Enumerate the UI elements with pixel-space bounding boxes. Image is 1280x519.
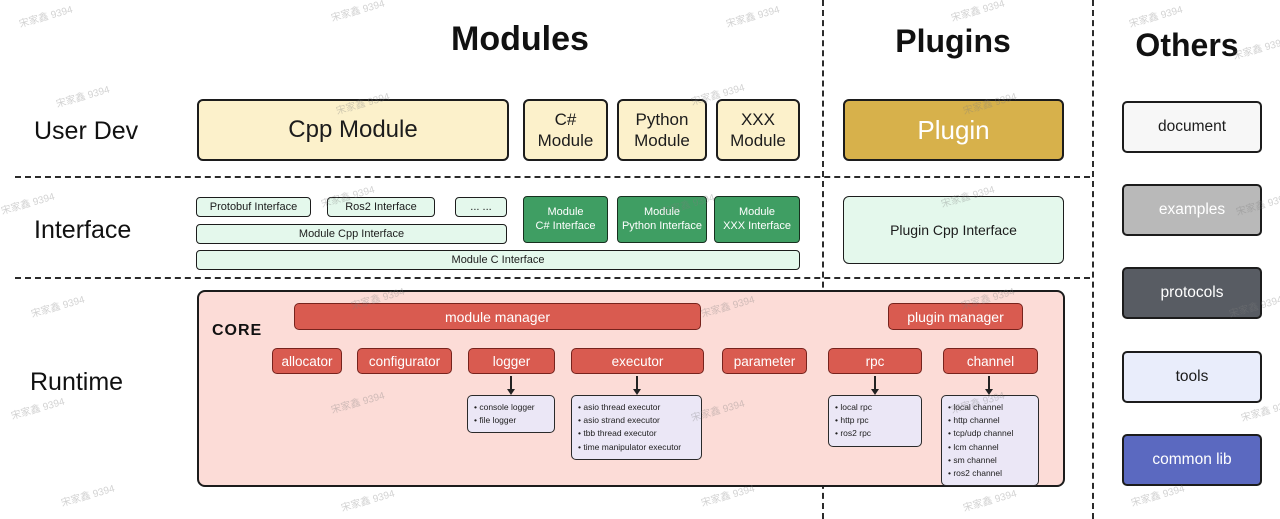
row-label-user-dev: User Dev bbox=[34, 117, 139, 145]
rpc-implementations-box: • local rpc • http rpc • ros2 rpc bbox=[828, 395, 922, 447]
row-label-interface: Interface bbox=[34, 216, 132, 244]
list-item: • tbb thread executor bbox=[578, 428, 657, 439]
channel-component: channel bbox=[943, 348, 1038, 374]
core-label: CORE bbox=[212, 322, 263, 339]
watermark: 宋家鑫 9394 bbox=[60, 483, 117, 510]
module-cpp-interface-box: Module Cpp Interface bbox=[196, 224, 507, 244]
list-item: • local channel bbox=[948, 402, 1003, 412]
xxx-module-box: XXX Module bbox=[716, 99, 800, 161]
module-xxx-interface-box: Module XXX Interface bbox=[714, 196, 800, 243]
divider-interface-runtime bbox=[15, 277, 1090, 279]
logger-component: logger bbox=[468, 348, 555, 374]
rpc-arrow bbox=[870, 376, 879, 395]
list-item: • ros2 rpc bbox=[835, 428, 872, 439]
others-protocols-box: protocols bbox=[1122, 267, 1262, 319]
ellipsis-interface-box: ... ... bbox=[455, 197, 507, 217]
list-item: • sm channel bbox=[948, 454, 997, 465]
rpc-component: rpc bbox=[828, 348, 922, 374]
watermark: 宋家鑫 9394 bbox=[950, 0, 1007, 25]
watermark: 宋家鑫 9394 bbox=[30, 294, 87, 321]
others-common-lib-box: common lib bbox=[1122, 434, 1262, 486]
list-item: • http channel bbox=[948, 415, 1000, 426]
executor-arrow bbox=[632, 376, 641, 395]
watermark: 宋家鑫 9394 bbox=[962, 488, 1019, 515]
watermark: 宋家鑫 9394 bbox=[0, 191, 57, 218]
ros2-interface-box: Ros2 Interface bbox=[327, 197, 435, 217]
plugin-cpp-interface-box: Plugin Cpp Interface bbox=[843, 196, 1064, 264]
list-item: • lcm channel bbox=[948, 441, 999, 452]
cpp-module-box: Cpp Module bbox=[197, 99, 509, 161]
list-item: • console logger bbox=[474, 402, 535, 412]
divider-userdev-interface bbox=[15, 176, 1090, 178]
header-plugins: Plugins bbox=[895, 23, 1011, 59]
watermark: 宋家鑫 9394 bbox=[18, 4, 75, 31]
divider-plugins-others bbox=[1092, 0, 1094, 519]
channel-arrow bbox=[984, 376, 993, 395]
module-c-interface-box: Module C Interface bbox=[196, 250, 800, 270]
list-item: • tcp/udp channel bbox=[948, 428, 1014, 439]
csharp-module-box: C# Module bbox=[523, 99, 608, 161]
parameter-component: parameter bbox=[722, 348, 807, 374]
list-item: • ros2 channel bbox=[948, 467, 1003, 478]
watermark: 宋家鑫 9394 bbox=[340, 488, 397, 515]
watermark: 宋家鑫 9394 bbox=[55, 84, 112, 111]
logger-arrow bbox=[506, 376, 515, 395]
configurator-component: configurator bbox=[357, 348, 452, 374]
executor-component: executor bbox=[571, 348, 704, 374]
watermark: 宋家鑫 9394 bbox=[725, 4, 782, 31]
python-module-box: Python Module bbox=[617, 99, 707, 161]
list-item: • local rpc bbox=[835, 402, 872, 412]
others-examples-box: examples bbox=[1122, 184, 1262, 236]
list-item: • time manipulator executor bbox=[578, 441, 682, 452]
channel-implementations-box: • local channel • http channel • tcp/udp c… bbox=[941, 395, 1039, 487]
row-label-runtime: Runtime bbox=[30, 368, 124, 396]
watermark: 宋家鑫 9394 bbox=[330, 0, 387, 25]
list-item: • http rpc bbox=[835, 415, 869, 426]
plugin-box: Plugin bbox=[843, 99, 1064, 161]
header-modules: Modules bbox=[451, 20, 589, 58]
list-item: • file logger bbox=[474, 415, 517, 426]
watermark: 宋家鑫 9394 bbox=[10, 396, 67, 423]
header-others: Others bbox=[1135, 27, 1239, 63]
executor-implementations-box: • asio thread executor • asio strand exec… bbox=[571, 395, 702, 460]
divider-modules-plugins bbox=[822, 0, 824, 519]
others-document-box: document bbox=[1122, 101, 1262, 153]
watermark: 宋家鑫 9394 bbox=[1128, 4, 1185, 31]
list-item: • asio strand executor bbox=[578, 415, 660, 426]
logger-implementations-box: • console logger • file logger bbox=[467, 395, 555, 434]
allocator-component: allocator bbox=[272, 348, 342, 374]
others-tools-box: tools bbox=[1122, 351, 1262, 403]
plugin-manager-bar: plugin manager bbox=[888, 303, 1023, 330]
list-item: • asio thread executor bbox=[578, 402, 661, 412]
module-csharp-interface-box: Module C# Interface bbox=[523, 196, 608, 243]
module-python-interface-box: Module Python Interface bbox=[617, 196, 707, 243]
module-manager-bar: module manager bbox=[294, 303, 701, 330]
protobuf-interface-box: Protobuf Interface bbox=[196, 197, 311, 217]
